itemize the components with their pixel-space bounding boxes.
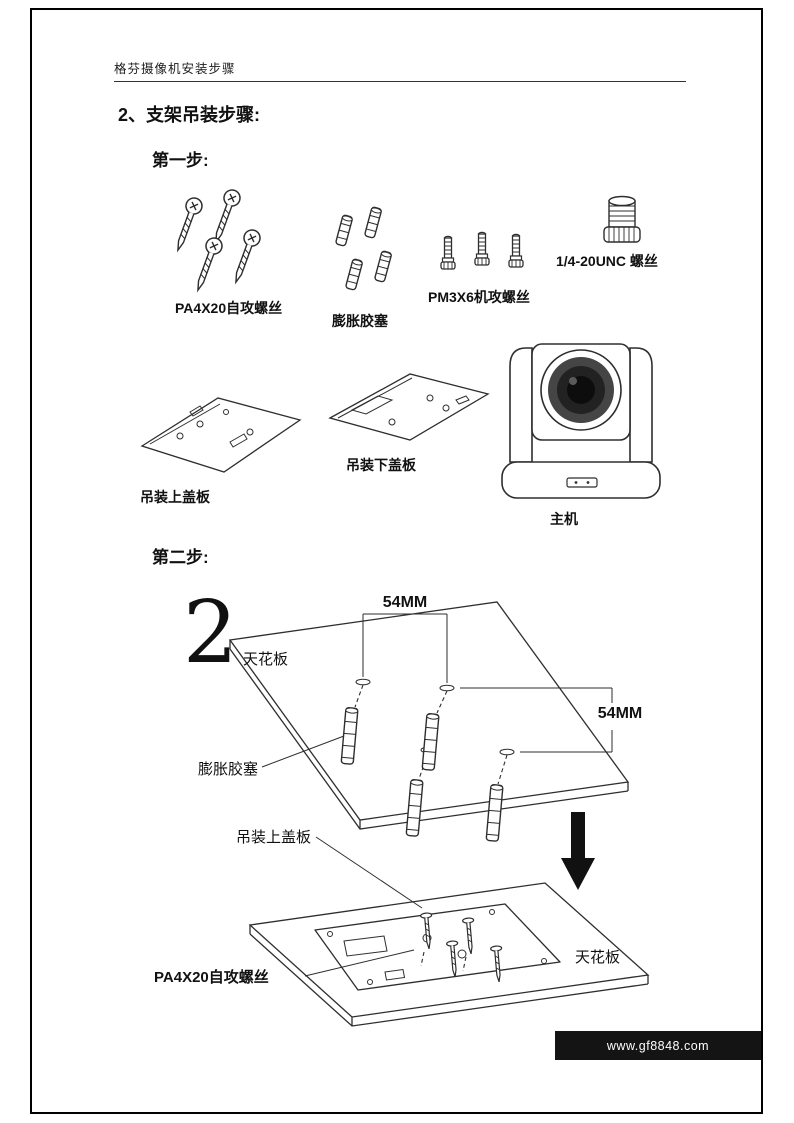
expansion-plugs-icon <box>340 684 508 843</box>
expansion-plugs-label: 膨胀胶塞 <box>332 313 389 329</box>
expansion-plug-leader <box>261 735 345 768</box>
parts-diagram: PA4X20自攻螺丝 膨胀胶塞 PM3X6机攻螺丝 1/4-20UNC 螺丝 <box>140 186 661 527</box>
installation-diagram: 2 天花板 54MM 54MM <box>154 583 650 1027</box>
camera-icon <box>501 343 661 499</box>
upper-plate-label: 吊装上盖板 <box>140 489 211 505</box>
page-header: 格芬摄像机安装步骤 <box>114 58 686 82</box>
upper-plate-label: 吊装上盖板 <box>236 828 311 846</box>
page-border <box>30 8 763 1114</box>
figure-number: 2 <box>183 583 238 683</box>
tapping-screw-label: PA4X20自攻螺丝 <box>154 968 269 986</box>
down-arrow-icon <box>561 812 595 890</box>
ceiling-bottom-label: 天花板 <box>575 948 620 966</box>
mounting-plate-icon <box>314 903 561 991</box>
expansion-plugs-icon <box>334 206 393 291</box>
unc-screw-icon <box>603 195 641 243</box>
ceiling-top-label: 天花板 <box>243 650 288 668</box>
step2-label: 第二步: <box>152 548 209 567</box>
machine-screws-label: PM3X6机攻螺丝 <box>428 289 530 305</box>
dimension-top-label: 54MM <box>383 594 427 611</box>
section-title: 2、支架吊装步骤: <box>118 105 261 125</box>
unc-screw-label: 1/4-20UNC 螺丝 <box>556 253 658 269</box>
machine-screws-icon <box>440 231 524 270</box>
expansion-plug-label: 膨胀胶塞 <box>198 760 258 778</box>
ceiling-panel-top <box>228 601 630 830</box>
lower-plate-label: 吊装下盖板 <box>346 457 417 473</box>
footer-url: www.gf8848.com <box>606 1038 710 1053</box>
tapping-screws-label: PA4X20自攻螺丝 <box>175 300 282 316</box>
upper-plate-icon <box>140 397 302 473</box>
dimension-right <box>460 687 613 753</box>
ceiling-panel-bottom <box>248 882 650 1027</box>
lower-plate-icon <box>328 373 490 441</box>
header-title: 格芬摄像机安装步骤 <box>114 62 236 76</box>
tapping-screws-icon <box>169 186 264 294</box>
footer-bar: www.gf8848.com <box>555 1031 761 1060</box>
step1-label: 第一步: <box>152 151 209 170</box>
upper-plate-leader <box>315 836 423 909</box>
dimension-top <box>362 613 448 683</box>
tapping-screw-leader <box>304 949 415 977</box>
dimension-right-label: 54MM <box>598 705 642 722</box>
camera-label: 主机 <box>550 511 578 527</box>
tapping-screws-icon <box>419 912 506 983</box>
